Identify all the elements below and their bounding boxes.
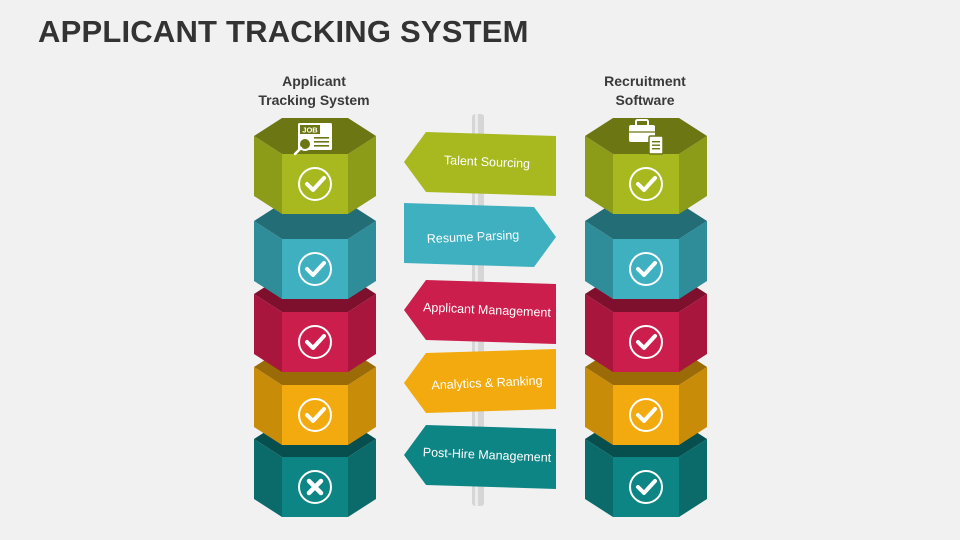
signpost-label-2: Resume Parsing <box>426 227 520 246</box>
right-tier-2 <box>585 203 707 299</box>
right-tier-left-face <box>585 221 613 299</box>
right-tier-left-face <box>585 294 613 372</box>
job-icon-text: JOB <box>302 126 318 135</box>
check-icon <box>298 167 332 201</box>
left-column-header: Applicant Tracking System <box>234 72 394 110</box>
left-tier-right-face <box>348 439 376 517</box>
check-icon <box>298 398 332 432</box>
check-icon <box>298 325 332 359</box>
left-tier-front-face <box>282 385 348 445</box>
right-tier-front-face <box>613 239 679 299</box>
briefcase-clipboard-icon <box>629 119 664 155</box>
signpost-5 <box>404 425 556 489</box>
right-tier-front-face <box>613 385 679 445</box>
left-tier-left-face <box>254 221 282 299</box>
signpost-label-5: Post-Hire Management <box>422 444 552 465</box>
left-tier-right-face <box>348 367 376 445</box>
left-tier-left-face <box>254 367 282 445</box>
right-header-line1: Recruitment <box>604 73 686 89</box>
signpost-1 <box>404 132 556 196</box>
right-tier-1 <box>585 118 707 214</box>
cross-icon <box>298 470 332 504</box>
right-tier-left-face <box>585 367 613 445</box>
signpost-2 <box>404 203 556 267</box>
left-hexagon-stack <box>254 118 376 517</box>
right-tier-left-face <box>585 136 613 214</box>
left-tier-left-face <box>254 294 282 372</box>
left-tier-front-face <box>282 312 348 372</box>
check-icon <box>629 470 663 504</box>
left-header-line2: Tracking System <box>258 92 370 108</box>
right-header-line2: Software <box>615 92 675 108</box>
left-tier-right-face <box>348 136 376 214</box>
signpost-label-1: Talent Sourcing <box>443 152 531 171</box>
check-icon <box>298 252 332 286</box>
signposts <box>404 132 556 489</box>
right-tier-3 <box>585 276 707 372</box>
check-icon <box>629 252 663 286</box>
right-tier-4 <box>585 349 707 445</box>
left-header-line1: Applicant <box>282 73 346 89</box>
signpost-3 <box>404 280 556 344</box>
left-tier-left-face <box>254 136 282 214</box>
check-icon <box>629 398 663 432</box>
right-column-header: Recruitment Software <box>565 72 725 110</box>
right-hexagon-stack <box>585 118 707 517</box>
right-tier-front-face <box>613 457 679 517</box>
slide-title: APPLICANT TRACKING SYSTEM <box>38 14 529 49</box>
column-icons: JOB <box>293 119 664 156</box>
right-tier-right-face <box>679 439 707 517</box>
job-search-icon: JOB <box>293 123 332 156</box>
signpost-4 <box>404 349 556 413</box>
left-tier-right-face <box>348 294 376 372</box>
right-tier-right-face <box>679 136 707 214</box>
right-tier-front-face <box>613 312 679 372</box>
left-tier-right-face <box>348 221 376 299</box>
left-tier-front-face <box>282 239 348 299</box>
right-tier-right-face <box>679 294 707 372</box>
check-icon <box>629 325 663 359</box>
signpost-label-4: Analytics & Ranking <box>431 373 543 392</box>
right-tier-front-face <box>613 154 679 214</box>
right-tier-left-face <box>585 439 613 517</box>
left-tier-left-face <box>254 439 282 517</box>
left-tier-front-face <box>282 154 348 214</box>
left-tier-2 <box>254 203 376 299</box>
right-tier-right-face <box>679 367 707 445</box>
right-tier-right-face <box>679 221 707 299</box>
check-icon <box>629 167 663 201</box>
signpost-label-3: Applicant Management <box>422 299 552 320</box>
